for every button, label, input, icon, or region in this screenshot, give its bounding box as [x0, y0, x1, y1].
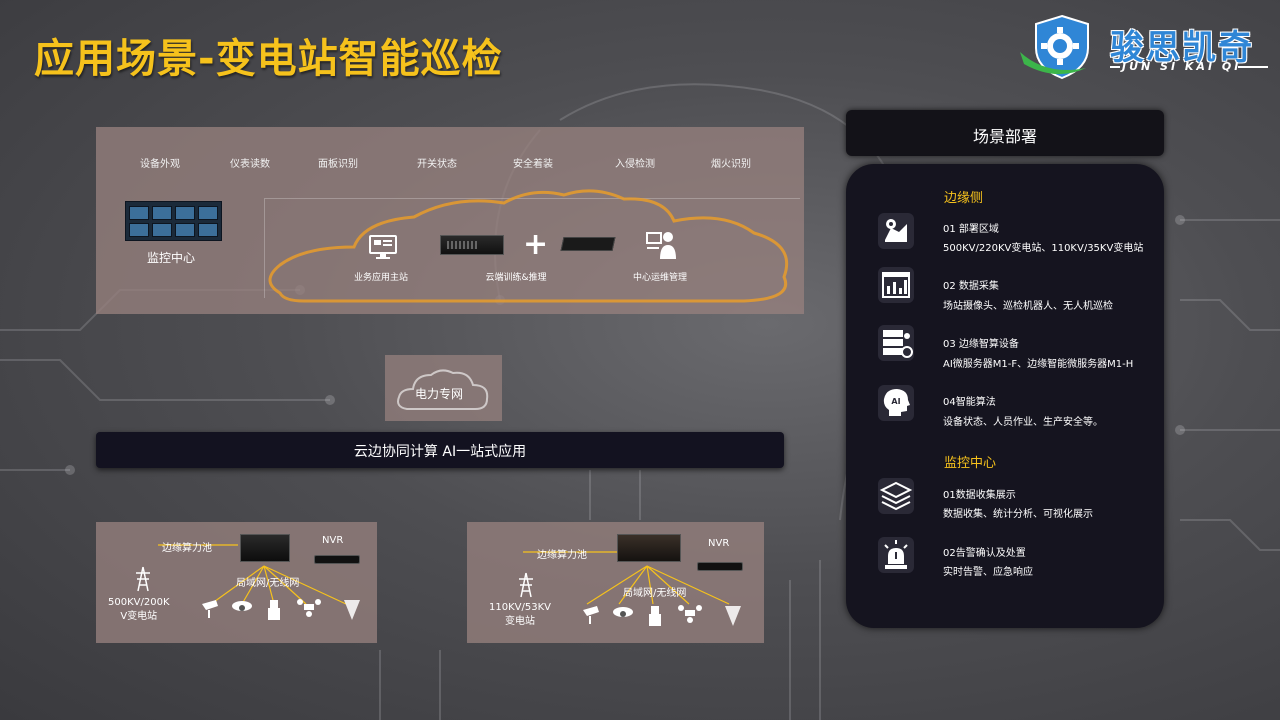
cloud-edge-bar: 云边协同计算 AI一站式应用 [96, 432, 784, 468]
monitor-item-desc: 实时告警、应急响应 [943, 567, 1033, 578]
power-network-box: 电力专网 [385, 355, 502, 421]
server-device-image [440, 235, 504, 255]
scene-deployment-header: 场景部署 [846, 110, 1164, 156]
server-gear-icon [877, 324, 915, 362]
site-network-lines [523, 551, 730, 605]
edge-item-title: 04智能算法 [943, 397, 996, 408]
edge-item-title: 03 边缘智算设备 [943, 339, 1019, 350]
page-title: 应用场景-变电站智能巡检 [34, 36, 503, 82]
caption-switch: 开关状态 [417, 159, 457, 170]
edge-section-title: 边缘侧 [944, 191, 984, 206]
edge-item-desc: 设备状态、人员作业、生产安全等。 [943, 417, 1103, 428]
ops-management-label: 中心运维管理 [632, 273, 688, 283]
edge-item-desc: AI微服务器M1-F、边缘智能微服务器M1-H [943, 359, 1134, 370]
camera-drone-icons [202, 599, 360, 620]
logo-english-name: JUN SI KAI QI [1122, 60, 1242, 73]
site-network-lines [158, 544, 347, 605]
nvr-label: NVR [322, 535, 344, 546]
lan-label: 局域网/无线网 [623, 588, 687, 599]
caption-appearance: 设备外观 [140, 159, 180, 170]
monitor-center-label: 监控中心 [147, 251, 196, 265]
compute-pool-label: 边缘算力池 [537, 550, 587, 561]
monitor-section-title: 监控中心 [944, 456, 997, 471]
company-logo: 骏思凯奇 JUN SI KAI QI [1016, 8, 1274, 82]
monitor-item-desc: 数据收集、统计分析、可视化展示 [943, 509, 1093, 520]
edge-server-image [617, 534, 681, 562]
nvr-device-image [697, 562, 743, 571]
edge-item-desc: 500KV/220KV变电站、110KV/35KV变电站 [943, 243, 1144, 254]
nvr-device-image [314, 555, 360, 564]
cloud-icon [397, 369, 489, 410]
caption-safety-wear: 安全着装 [513, 159, 553, 170]
logo-divider [1110, 66, 1120, 68]
cloud-training-label: 云端训练&推理 [485, 273, 547, 283]
detection-captions: 设备外观 仪表读数 面板识别 开关状态 安全着装 入侵检测 烟火识别 [96, 155, 804, 171]
operator-icon [646, 232, 676, 259]
monitor-item-title: 01数据收集展示 [943, 490, 1016, 501]
cloud-outline-icon [268, 189, 789, 303]
chart-window-icon [877, 266, 915, 304]
monitor-center-image [125, 201, 222, 241]
gpu-card-image [560, 237, 616, 251]
caption-meter: 仪表读数 [230, 159, 270, 170]
caption-intrusion: 入侵检测 [615, 159, 655, 170]
alarm-light-icon [877, 536, 915, 574]
plus-icon: + [523, 227, 549, 262]
scene-deployment-panel: 边缘侧 01 部署区域 500KV/220KV变电站、110KV/35KV变电站… [846, 164, 1164, 628]
monitor-item-title: 02告警确认及处置 [943, 548, 1026, 559]
compute-pool-label: 边缘算力池 [162, 543, 212, 554]
lan-label: 局域网/无线网 [236, 578, 300, 589]
svg-text:AI: AI [891, 397, 900, 406]
shield-gear-logo-icon [1020, 14, 1089, 80]
edge-item-desc: 场站摄像头、巡检机器人、无人机巡检 [943, 301, 1113, 312]
transmission-tower-icon [136, 566, 150, 592]
scene-header-label: 场景部署 [972, 127, 1037, 146]
cloud-center-panel: 设备外观 仪表读数 面板识别 开关状态 安全着装 入侵检测 烟火识别 监控中心 … [96, 127, 804, 314]
edge-item-title: 01 部署区域 [943, 224, 999, 235]
logo-chinese-name: 骏思凯奇 [1110, 28, 1254, 68]
power-network-label: 电力专网 [415, 387, 464, 401]
caption-panel: 面板识别 [318, 159, 358, 170]
monitor-icon [369, 235, 397, 259]
cloud-devices-frame [264, 198, 800, 298]
nvr-label: NVR [708, 538, 730, 549]
logo-divider [1238, 66, 1268, 68]
business-host-label: 业务应用主站 [353, 273, 409, 283]
caption-fire: 烟火识别 [711, 159, 751, 170]
transmission-tower-icon [519, 572, 533, 598]
map-pin-icon [877, 212, 915, 250]
ai-head-icon: AI [877, 384, 915, 422]
edge-server-image [240, 534, 290, 562]
edge-item-title: 02 数据采集 [943, 281, 999, 292]
cloud-edge-label: 云边协同计算 AI一站式应用 [353, 444, 527, 460]
camera-drone-icons [583, 605, 741, 626]
layers-icon [877, 477, 915, 515]
